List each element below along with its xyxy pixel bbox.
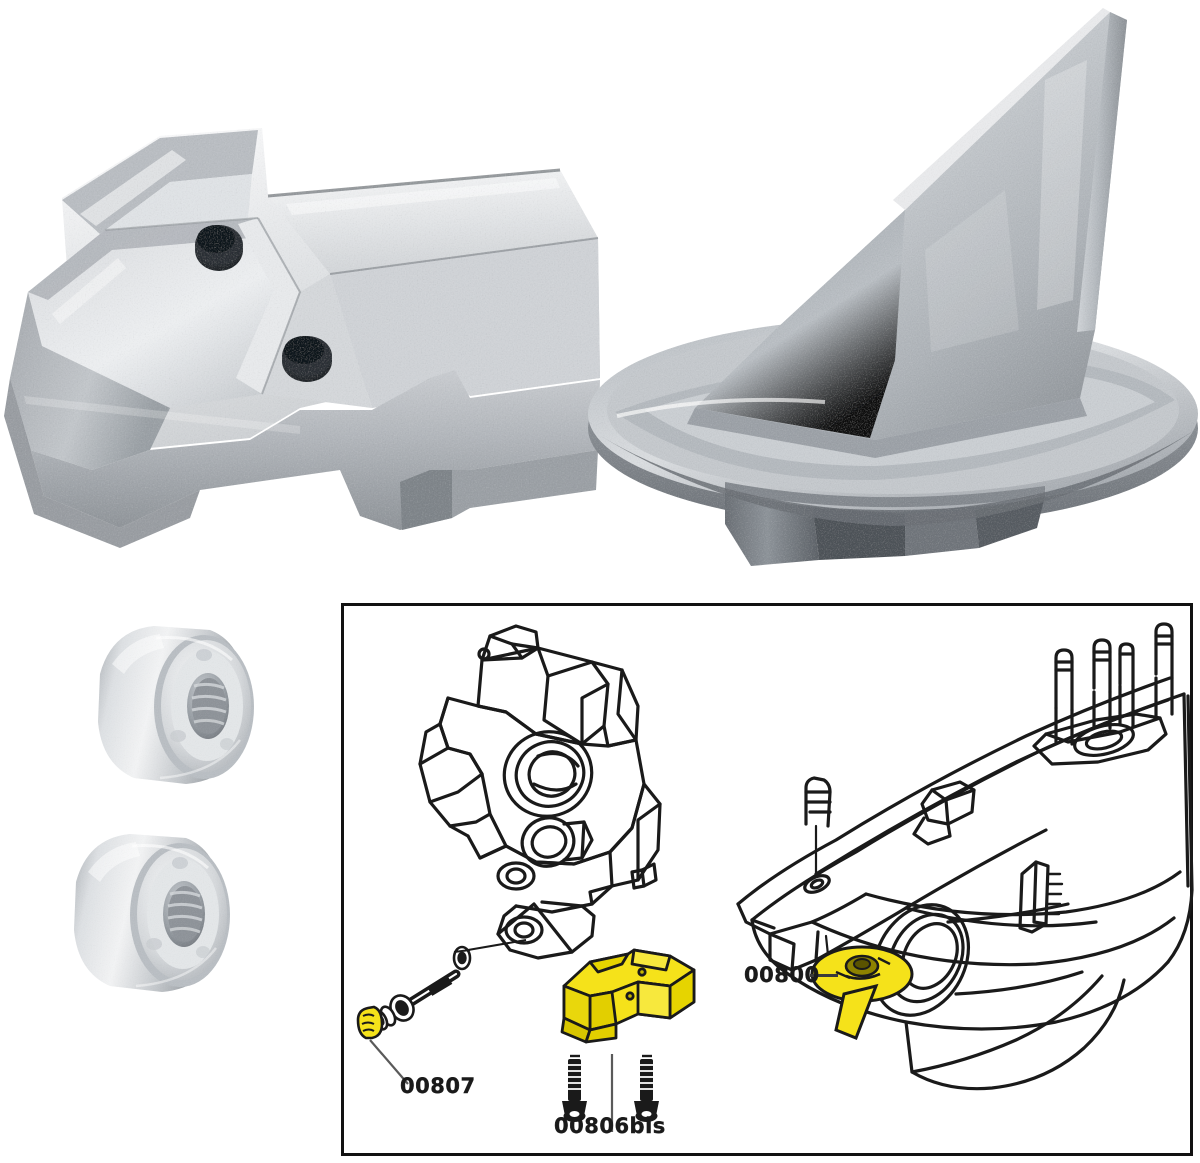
- cylindrical-anode-upper: [82, 612, 282, 802]
- block-anode-highlight-drawing: [542, 940, 712, 1058]
- trim-tab-anode-highlight-drawing: [806, 938, 922, 1050]
- mounting-bolt-pair-drawing: [552, 1054, 672, 1136]
- parts-diagram-panel: 00807: [341, 603, 1194, 1156]
- part-label-00807: 00807: [400, 1074, 476, 1098]
- gearcase-assembly-drawing: [716, 622, 1194, 1132]
- shaft-and-bushing-drawing: [350, 936, 540, 1085]
- part-label-00806bis: 00806bis: [554, 1114, 666, 1138]
- swivel-bracket-assembly-drawing: [386, 614, 716, 974]
- transom-bracket-anode: [0, 78, 610, 548]
- leader-line-00800: [810, 974, 838, 977]
- trim-tab-fin-anode: [575, 0, 1200, 570]
- part-label-00800: 00800: [744, 963, 820, 987]
- cylindrical-anode-lower: [58, 820, 258, 1010]
